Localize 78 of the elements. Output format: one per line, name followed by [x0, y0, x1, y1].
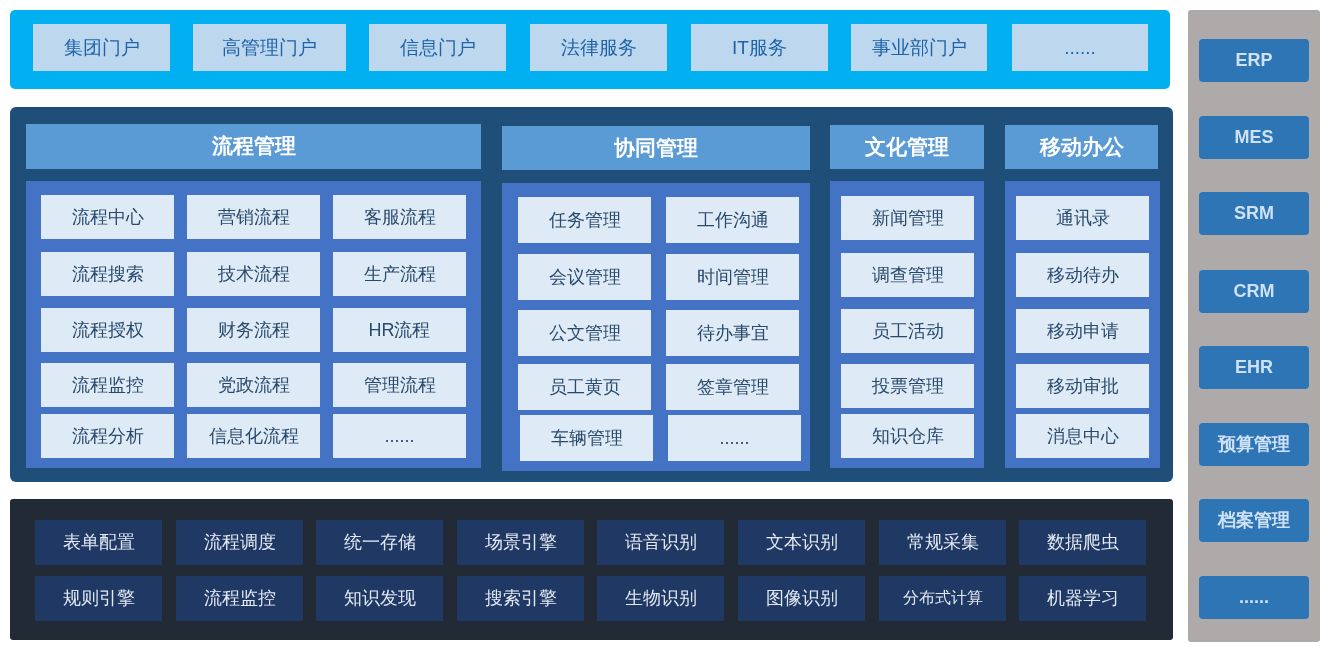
module-tile: 签章管理	[666, 364, 799, 410]
system-tile: 预算管理	[1199, 423, 1309, 466]
service-tile: 规则引擎	[35, 576, 162, 621]
module-tile: 消息中心	[1016, 414, 1149, 458]
module-tile: 党政流程	[187, 363, 320, 407]
section-header: 协同管理	[502, 126, 810, 170]
module-tile: 员工活动	[841, 309, 974, 353]
service-tile: 搜索引擎	[457, 576, 584, 621]
system-tile: ......	[1199, 576, 1309, 619]
portal-tile: 法律服务	[530, 24, 667, 71]
portal-tile: 高管理门户	[193, 24, 346, 71]
module-tile: 客服流程	[333, 195, 466, 239]
module-tile: 投票管理	[841, 364, 974, 408]
service-tile: 数据爬虫	[1019, 520, 1146, 565]
module-tile: 通讯录	[1016, 196, 1149, 240]
application-band	[10, 107, 1173, 482]
service-tile: 图像识别	[738, 576, 865, 621]
service-tile: 表单配置	[35, 520, 162, 565]
system-tile: CRM	[1199, 270, 1309, 313]
service-tile: 语音识别	[597, 520, 724, 565]
module-tile: 工作沟通	[666, 197, 799, 243]
module-panel	[1005, 181, 1160, 468]
system-tile: MES	[1199, 116, 1309, 159]
service-tile: 流程监控	[176, 576, 303, 621]
system-tile: SRM	[1199, 192, 1309, 235]
module-tile: ......	[333, 414, 466, 458]
system-tile: 档案管理	[1199, 499, 1309, 542]
module-tile: 流程中心	[41, 195, 174, 239]
section-header: 流程管理	[26, 124, 481, 169]
module-tile: 流程授权	[41, 308, 174, 352]
section-header: 移动办公	[1005, 125, 1158, 169]
module-panel	[26, 181, 481, 468]
module-tile: 移动审批	[1016, 364, 1149, 408]
service-tile: 机器学习	[1019, 576, 1146, 621]
module-tile: 移动申请	[1016, 309, 1149, 353]
module-tile: 技术流程	[187, 252, 320, 296]
module-tile: 财务流程	[187, 308, 320, 352]
portal-tile: ......	[1012, 24, 1148, 71]
module-tile: 会议管理	[518, 254, 651, 300]
service-tile: 知识发现	[316, 576, 443, 621]
module-tile: 员工黄页	[518, 364, 651, 410]
portal-tile: 信息门户	[369, 24, 506, 71]
portal-tile: 事业部门户	[851, 24, 987, 71]
system-tile: EHR	[1199, 346, 1309, 389]
system-tile: ERP	[1199, 39, 1309, 82]
platform-band	[10, 499, 1173, 640]
module-tile: 知识仓库	[841, 414, 974, 458]
portal-band	[10, 10, 1170, 89]
module-tile: 流程分析	[41, 414, 174, 458]
service-tile: 文本识别	[738, 520, 865, 565]
service-tile: 场景引擎	[457, 520, 584, 565]
module-tile: 时间管理	[666, 254, 799, 300]
section-header: 文化管理	[830, 125, 984, 169]
module-tile: 流程监控	[41, 363, 174, 407]
module-tile: 调查管理	[841, 253, 974, 297]
module-tile: 任务管理	[518, 197, 651, 243]
service-tile: 常规采集	[879, 520, 1006, 565]
service-tile: 统一存储	[316, 520, 443, 565]
module-tile: 待办事宜	[666, 310, 799, 356]
module-panel	[502, 183, 810, 471]
module-tile: 移动待办	[1016, 253, 1149, 297]
module-tile: 流程搜索	[41, 252, 174, 296]
module-tile: 新闻管理	[841, 196, 974, 240]
module-tile: 车辆管理	[520, 415, 653, 461]
module-tile: 公文管理	[518, 310, 651, 356]
module-tile: HR流程	[333, 308, 466, 352]
module-tile: 信息化流程	[187, 414, 320, 458]
service-tile: 生物识别	[597, 576, 724, 621]
module-tile: 管理流程	[333, 363, 466, 407]
system-sidebar	[1188, 10, 1320, 642]
service-tile: 流程调度	[176, 520, 303, 565]
portal-tile: IT服务	[691, 24, 828, 71]
module-tile: 生产流程	[333, 252, 466, 296]
service-tile: 分布式计算	[879, 576, 1006, 621]
module-panel	[830, 181, 984, 468]
module-tile: 营销流程	[187, 195, 320, 239]
module-tile: ......	[668, 415, 801, 461]
portal-tile: 集团门户	[33, 24, 170, 71]
